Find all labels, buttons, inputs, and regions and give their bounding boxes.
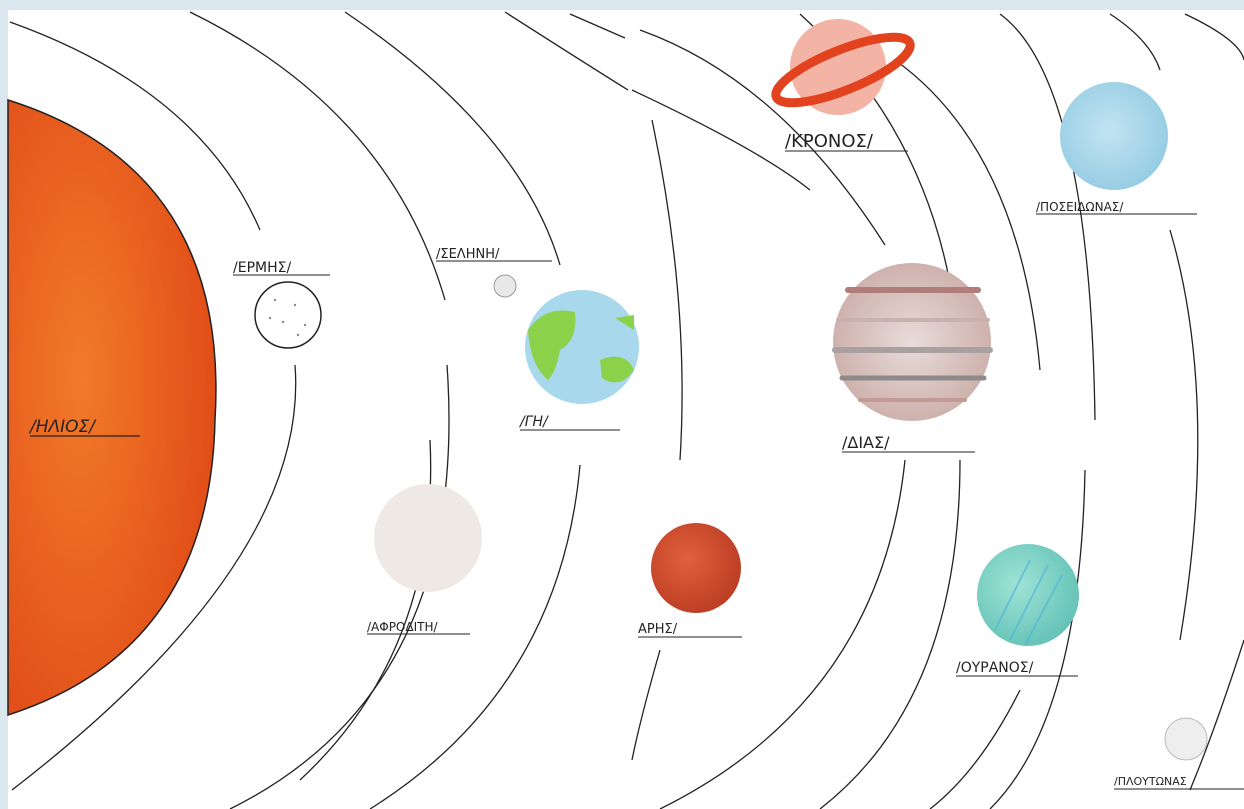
orbits-left	[9, 11, 629, 809]
jupiter-planet	[833, 263, 991, 421]
earth-continent	[528, 310, 576, 380]
venus-label: /ΑΦΡΟΔΙΤΗ/	[367, 620, 438, 634]
mercury-label: /ΕΡΜΗΣ/	[233, 260, 291, 276]
pluto-planet	[1164, 717, 1208, 761]
jupiter-bands	[832, 287, 993, 402]
saturn-label: /ΚΡΟΝΟΣ/	[785, 131, 874, 152]
moon-label: /ΣΕΛΗΝΗ/	[436, 247, 500, 262]
mercury-planet	[254, 281, 322, 349]
mars-planet	[651, 523, 741, 613]
saturn-ring	[771, 32, 915, 108]
neptune-planet	[1060, 82, 1168, 190]
uranus-label: /ΟΥΡΑΝΟΣ/	[956, 660, 1034, 676]
sun-planet	[7, 98, 217, 717]
uranus-planet	[977, 544, 1079, 646]
uranus-streaks	[994, 559, 1063, 646]
jupiter-label: /ΔΙΑΣ/	[842, 433, 890, 452]
sun-label: /ΗΛΙΟΣ/	[28, 417, 97, 437]
earth-label: /ΓΗ/	[518, 414, 549, 430]
neptune-label: /ΠΟΣΕΙΔΩΝΑΣ/	[1036, 200, 1124, 214]
earth-continent	[600, 356, 634, 383]
venus-planet	[374, 484, 482, 592]
mars-label: ΑΡΗΣ/	[638, 622, 678, 637]
pluto-label: /ΠΛΟΥΤΩΝΑΣ	[1114, 775, 1187, 788]
moon-planet	[493, 274, 517, 298]
mercury-craters	[268, 298, 307, 337]
earth-continent	[615, 315, 634, 330]
